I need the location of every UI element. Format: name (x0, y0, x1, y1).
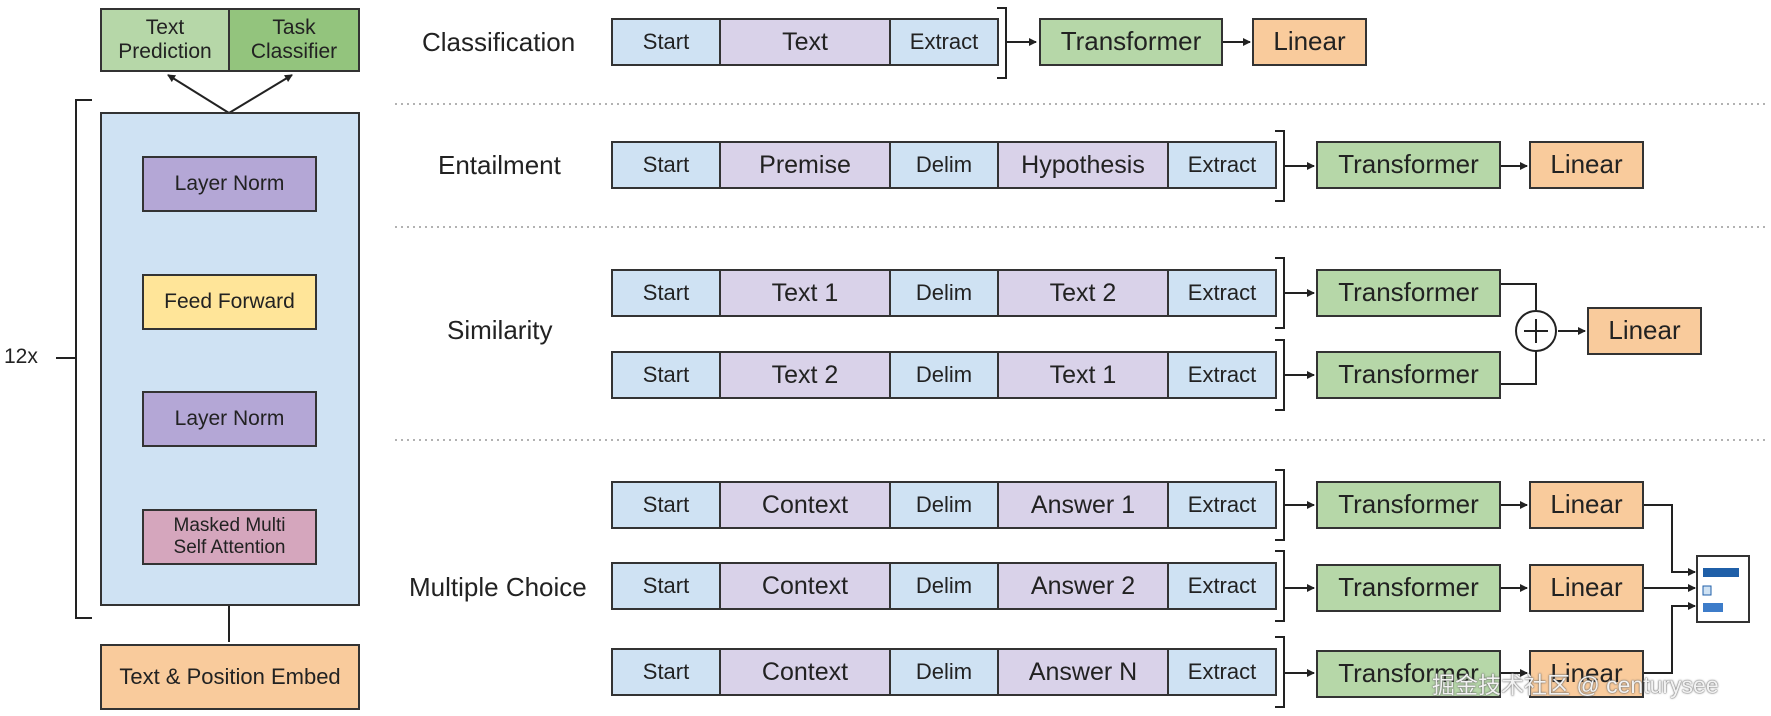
task-classifier-head: Task Classifier (228, 8, 360, 72)
text-position-embed: Text & Position Embed (100, 644, 360, 710)
transformer-block: Transformer (1316, 564, 1501, 612)
transformer-block: Transformer (1316, 650, 1501, 698)
linear-block: Linear (1529, 141, 1644, 189)
linear-block: Linear (1529, 481, 1644, 529)
token-start: Start (611, 562, 721, 610)
token-extract: Extract (1167, 562, 1277, 610)
layer-norm-mid: Layer Norm (142, 391, 317, 447)
token-start: Start (611, 351, 721, 399)
feed-forward: Feed Forward (142, 274, 317, 330)
repeat-count-label: 12x (4, 345, 38, 368)
token-premise: Premise (719, 141, 891, 189)
token-start: Start (611, 648, 721, 696)
token-delim: Delim (889, 269, 999, 317)
token-answer1: Answer 1 (997, 481, 1169, 529)
task-label-entailment: Entailment (438, 150, 561, 180)
linear-block: Linear (1529, 650, 1644, 698)
token-delim: Delim (889, 648, 999, 696)
linear-block: Linear (1529, 564, 1644, 612)
token-text2: Text 2 (719, 351, 891, 399)
token-text2: Text 2 (997, 269, 1169, 317)
transformer-block: Transformer (1316, 351, 1501, 399)
transformer-block: Transformer (1039, 18, 1223, 66)
linear-block: Linear (1587, 307, 1702, 355)
token-extract: Extract (1167, 269, 1277, 317)
token-extract: Extract (1167, 648, 1277, 696)
token-context: Context (719, 562, 891, 610)
token-extract: Extract (1167, 351, 1277, 399)
task-label-similarity: Similarity (447, 315, 553, 345)
masked-self-attention: Masked Multi Self Attention (142, 509, 317, 565)
token-extract: Extract (1167, 141, 1277, 189)
watermark: 掘金技术社区 @ centurysee (1432, 672, 1719, 698)
token-delim: Delim (889, 351, 999, 399)
token-context: Context (719, 481, 891, 529)
transformer-block: Transformer (1316, 481, 1501, 529)
token-text1: Text 1 (997, 351, 1169, 399)
task-label-classification: Classification (422, 27, 576, 57)
token-delim: Delim (889, 141, 999, 189)
text-prediction-head: Text Prediction (100, 8, 230, 72)
token-text: Text (719, 18, 891, 66)
transformer-block: Transformer (1316, 141, 1501, 189)
token-answerN: Answer N (997, 648, 1169, 696)
token-start: Start (611, 18, 721, 66)
token-answer2: Answer 2 (997, 562, 1169, 610)
token-extract: Extract (1167, 481, 1277, 529)
token-hypothesis: Hypothesis (997, 141, 1169, 189)
token-extract: Extract (889, 18, 999, 66)
layer-norm-top: Layer Norm (142, 156, 317, 212)
transformer-block: Transformer (1316, 269, 1501, 317)
token-start: Start (611, 481, 721, 529)
token-delim: Delim (889, 481, 999, 529)
token-context: Context (719, 648, 891, 696)
linear-block: Linear (1252, 18, 1367, 66)
token-text1: Text 1 (719, 269, 891, 317)
token-start: Start (611, 141, 721, 189)
token-delim: Delim (889, 562, 999, 610)
token-start: Start (611, 269, 721, 317)
task-label-multiple-choice: Multiple Choice (409, 572, 587, 602)
